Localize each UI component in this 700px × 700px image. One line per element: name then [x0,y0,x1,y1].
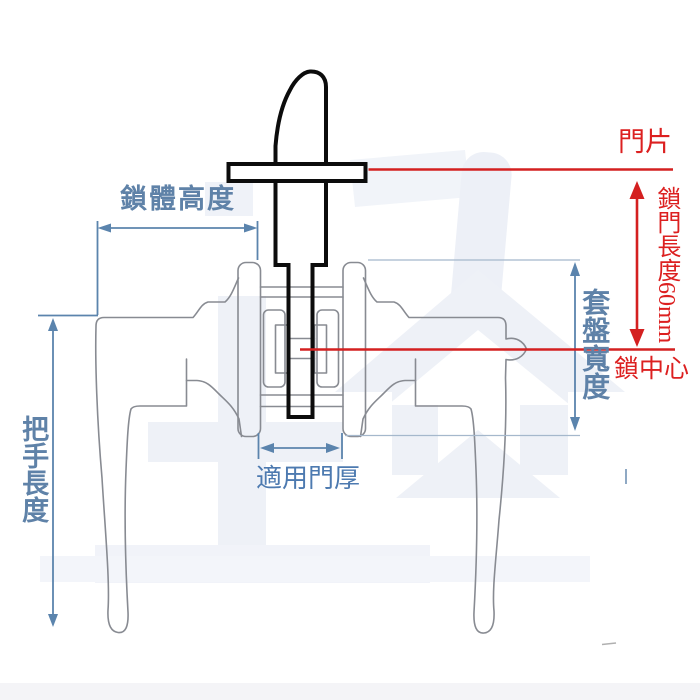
background-watermark [0,150,700,700]
door-cutout-outline [273,181,328,419]
latch-faceplate [226,162,368,183]
dim-door-thickness [257,433,343,459]
label-lock-door-length: 鎖門長度60mm [652,186,679,344]
label-lock-body-height: 鎖體高度 [120,184,236,214]
label-door-thickness: 適用門厚 [255,464,360,493]
door-and-latch [226,69,368,419]
left-rosette [237,261,262,438]
red-annotations [300,168,675,351]
label-door-panel: 門片 [618,127,672,157]
label-handle-length: 把手長度 [18,415,49,523]
right-lever-handle [359,277,528,634]
label-cover-plate-width: 套盤寬度 [579,288,611,400]
dim-handle-length [38,314,98,627]
tick-mark-2 [601,642,617,646]
dim-lock-body-height [96,221,259,315]
lock-chassis [259,286,344,408]
lockset-outline [94,261,528,634]
blue-dimensions [38,221,627,646]
left-lever-handle [94,277,243,634]
label-lock-center: 鎖中心 [614,356,690,383]
dim-cover-plate-width [345,259,580,437]
dim-lock-door-length [629,181,645,347]
latch-bolt [273,69,328,164]
